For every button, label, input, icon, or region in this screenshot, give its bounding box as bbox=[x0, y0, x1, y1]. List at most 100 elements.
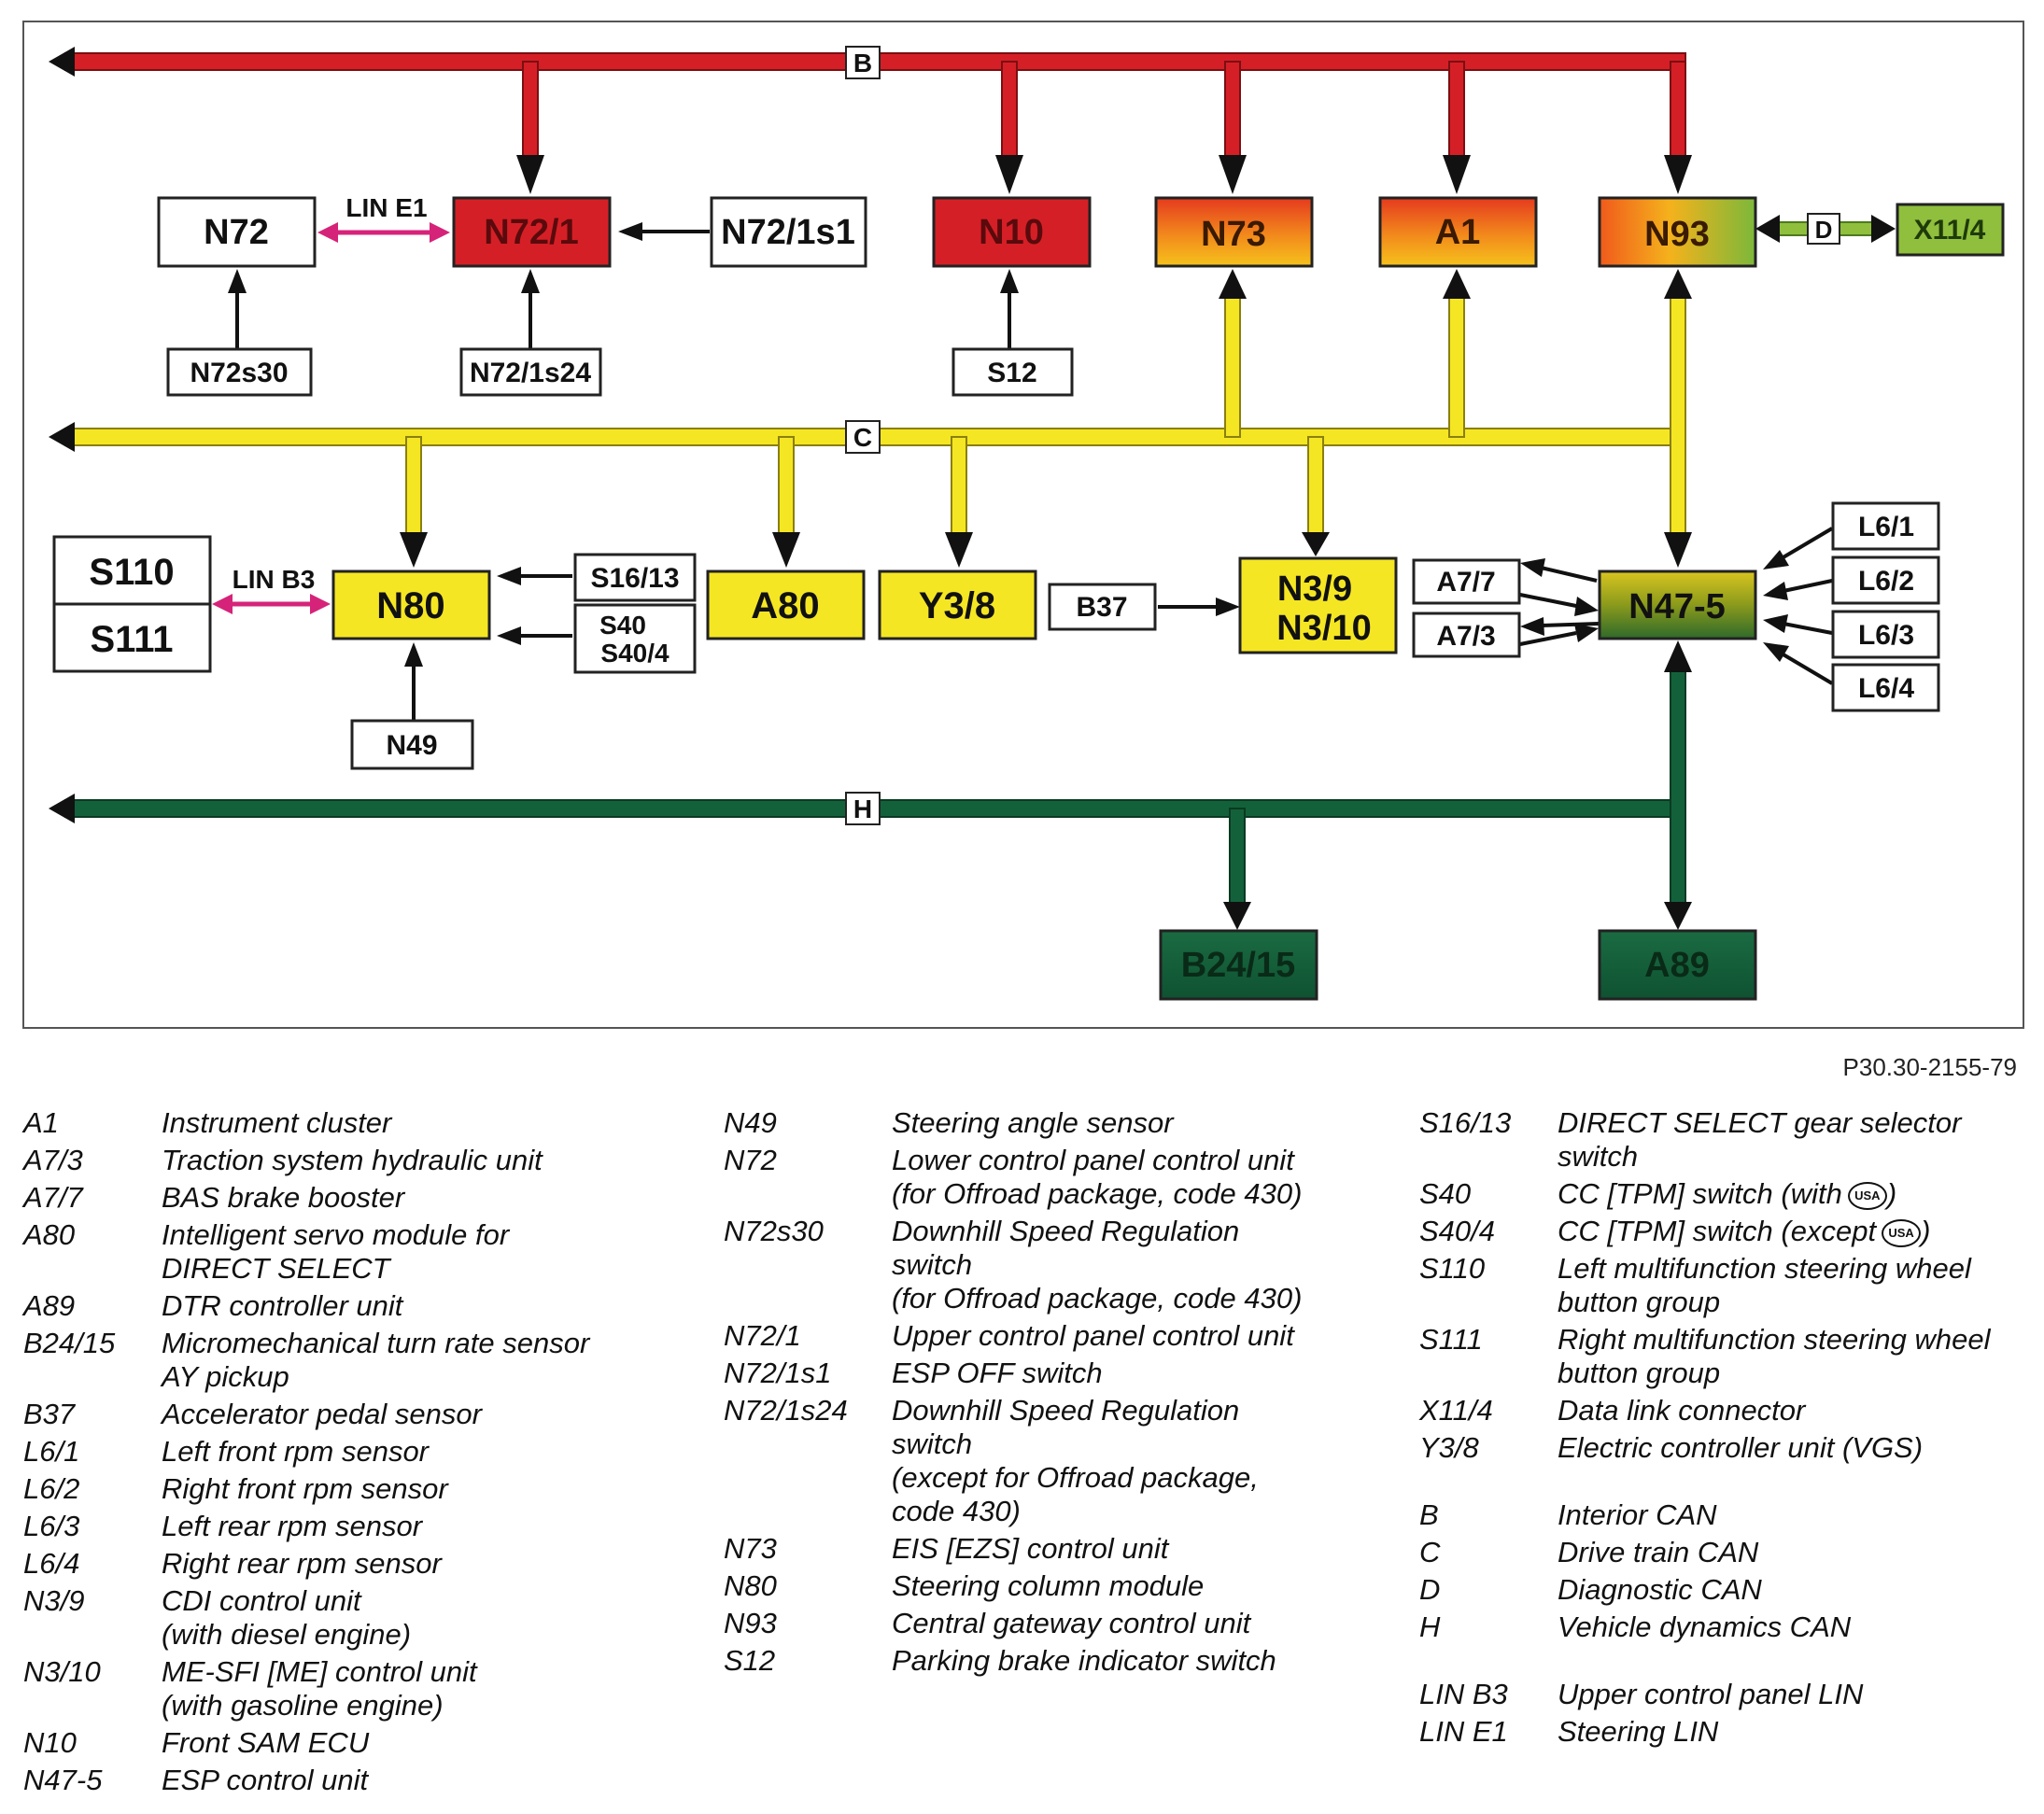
legend-description-text: ESP OFF switch bbox=[892, 1357, 1103, 1389]
legend-description-text: Steering column module bbox=[892, 1569, 1205, 1602]
bus-c-arrowhead bbox=[49, 422, 75, 452]
module-n3-10-label: N3/10 bbox=[1276, 609, 1371, 648]
legend-description: Upper control panel LIN bbox=[1558, 1678, 2036, 1711]
legend-description-text: Micromechanical turn rate sensor AY pick… bbox=[162, 1327, 590, 1393]
bus-c-drop-a80 bbox=[778, 436, 795, 539]
legend-code: N72/1 bbox=[724, 1319, 801, 1352]
switch-n72s30-box bbox=[166, 347, 313, 397]
legend-description: CDI control unit (with diesel engine) bbox=[162, 1584, 677, 1652]
legend-description-text: Instrument cluster bbox=[162, 1106, 392, 1139]
bus-h-n47-a89-link bbox=[1670, 667, 1686, 909]
module-n3-9-label: N3/9 bbox=[1277, 570, 1352, 609]
module-a89-box bbox=[1598, 929, 1757, 1001]
module-n73-box bbox=[1154, 196, 1314, 268]
bus-c-drop-n3-arrow bbox=[1302, 532, 1330, 556]
legend-code: N3/9 bbox=[23, 1584, 85, 1617]
module-n93-box bbox=[1598, 196, 1757, 268]
module-a80-label: A80 bbox=[751, 585, 819, 626]
legend-description: Steering angle sensor bbox=[892, 1106, 1359, 1140]
legend-code: L6/1 bbox=[23, 1435, 80, 1468]
module-a7-7: A7/7 bbox=[1412, 558, 1521, 605]
bus-b-drop-a1-arrow bbox=[1443, 155, 1471, 194]
legend-description: Interior CAN bbox=[1558, 1498, 2036, 1532]
bus-b-drop-a1 bbox=[1448, 61, 1465, 162]
legend-description-text: Left rear rpm sensor bbox=[162, 1510, 423, 1542]
module-n72-1: N72/1 bbox=[452, 196, 612, 268]
legend-description-text: Traction system hydraulic unit bbox=[162, 1144, 543, 1176]
bus-h-drop-b24-15-arrow bbox=[1223, 902, 1251, 930]
bus-b-drop-n73-arrow bbox=[1219, 155, 1247, 194]
module-n93-label: N93 bbox=[1644, 215, 1710, 254]
arrow-s16-13-head bbox=[497, 567, 521, 585]
legend-code: N49 bbox=[724, 1106, 777, 1139]
switch-s111-label: S111 bbox=[90, 619, 173, 660]
bus-c-drop-n3 bbox=[1307, 436, 1324, 539]
sensor-l6-3-label: L6/3 bbox=[1858, 620, 1914, 651]
legend-code: B37 bbox=[23, 1398, 76, 1430]
module-a7-3-label: A7/3 bbox=[1436, 621, 1495, 652]
legend-description: Right multifunction steering wheel butto… bbox=[1558, 1323, 2036, 1390]
lin-e1-link: LIN E1 bbox=[317, 193, 450, 243]
legend-description: Data link connector bbox=[1558, 1394, 2036, 1427]
module-n3-box bbox=[1238, 556, 1398, 654]
legend-description-text: Vehicle dynamics CAN bbox=[1558, 1610, 1852, 1643]
bus-b-drop-n93 bbox=[1670, 61, 1686, 162]
bus-c-label: C bbox=[853, 423, 872, 452]
sensor-b24-15-box bbox=[1159, 929, 1318, 1001]
legend-code: S110 bbox=[1419, 1252, 1486, 1285]
switch-s110-label: S110 bbox=[89, 552, 174, 593]
legend-code: N3/10 bbox=[23, 1655, 101, 1688]
legend-code: A7/7 bbox=[23, 1181, 83, 1214]
module-a7-7-box bbox=[1412, 558, 1521, 605]
switch-s40-label: S40 bbox=[599, 611, 646, 640]
legend-description-text: Data link connector bbox=[1558, 1394, 1806, 1427]
sensor-n49: N49 bbox=[350, 719, 474, 770]
legend-description: Front SAM ECU bbox=[162, 1726, 677, 1760]
legend-description-text: Upper control panel LIN bbox=[1558, 1678, 1864, 1710]
bus-b-drop-n72-1-arrow bbox=[516, 155, 544, 194]
legend-description-text: Central gateway control unit bbox=[892, 1607, 1251, 1639]
module-n47-5: N47-5 bbox=[1598, 570, 1757, 640]
lin-b3-label: LIN B3 bbox=[233, 565, 316, 594]
arrow-b37-head bbox=[1216, 598, 1240, 616]
legend-code: S12 bbox=[724, 1644, 776, 1677]
legend-description-text: BAS brake booster bbox=[162, 1181, 405, 1214]
legend-code: B bbox=[1419, 1498, 1439, 1531]
legend-description: Upper control panel control unit bbox=[892, 1319, 1359, 1353]
switch-s12-label: S12 bbox=[987, 358, 1036, 388]
legend-code: N93 bbox=[724, 1607, 777, 1639]
arrow-s12-head bbox=[1000, 269, 1019, 293]
module-a1-box bbox=[1378, 196, 1538, 268]
arrow-n47-to-a7-3-head bbox=[1520, 617, 1544, 636]
arrow-l6-4-head bbox=[1763, 642, 1789, 662]
legend-code: A80 bbox=[23, 1218, 76, 1251]
legend-description-text: Front SAM ECU bbox=[162, 1726, 370, 1759]
legend-description-text: Steering LIN bbox=[1558, 1715, 1719, 1748]
legend-code: L6/3 bbox=[23, 1510, 80, 1542]
legend-description: Right rear rpm sensor bbox=[162, 1547, 677, 1581]
sensor-l6-3-box bbox=[1831, 610, 1940, 659]
bus-b-drop-n10 bbox=[1001, 61, 1018, 162]
legend-code: L6/2 bbox=[23, 1472, 80, 1505]
legend-code: S40/4 bbox=[1419, 1215, 1496, 1247]
sensor-l6-3: L6/3 bbox=[1831, 610, 1940, 659]
switch-s16-13-label: S16/13 bbox=[590, 563, 679, 594]
sensor-b24-15: B24/15 bbox=[1159, 929, 1318, 1001]
arrow-n72s30-head bbox=[228, 269, 247, 293]
bus-b-drop-n93-arrow bbox=[1664, 155, 1692, 194]
legend-description-text: Steering angle sensor bbox=[892, 1106, 1174, 1139]
sensor-b37-box bbox=[1048, 583, 1157, 631]
legend-description: Steering LIN bbox=[1558, 1715, 2036, 1749]
module-n10: N10 bbox=[932, 196, 1092, 268]
